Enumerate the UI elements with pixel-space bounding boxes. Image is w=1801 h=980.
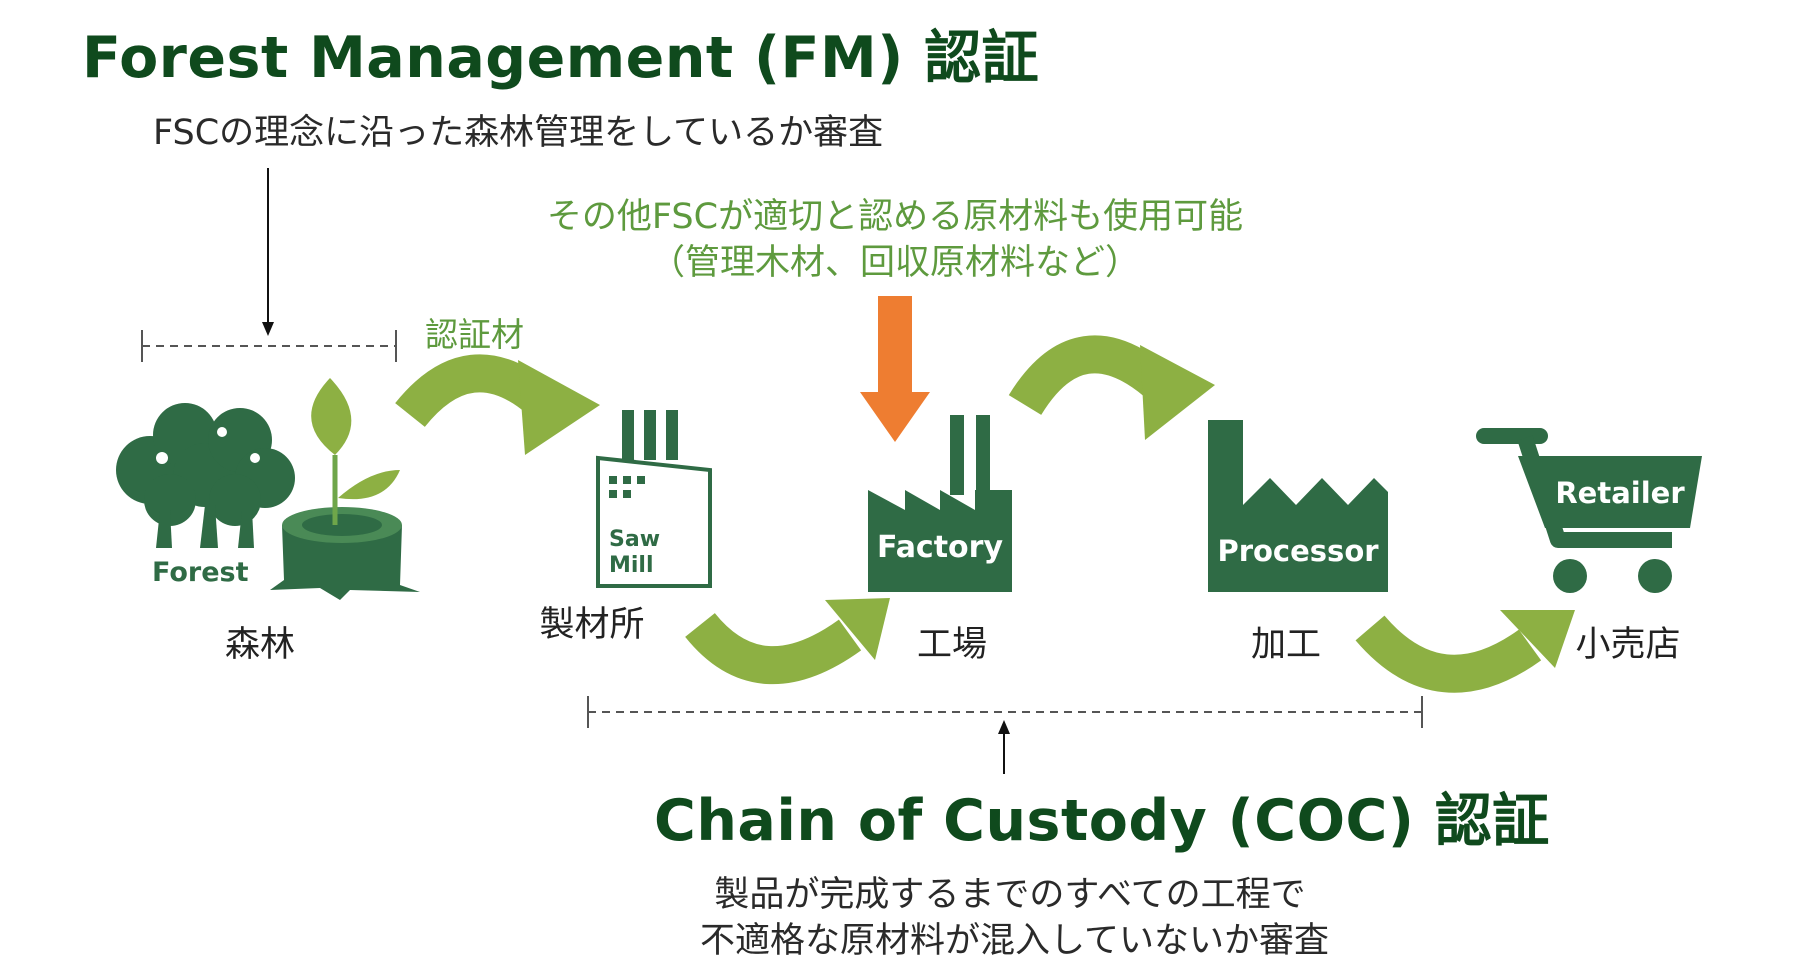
flow-arrow-factory-to-processor — [1008, 335, 1215, 440]
node-label-factory: 工場 — [916, 625, 987, 665]
retailer-cart-icon — [1476, 428, 1702, 593]
certified-material-label: 認証材 — [425, 315, 524, 354]
flow-arrow-processor-to-retailer — [1355, 610, 1575, 693]
processor-icon-text: Processor — [1217, 534, 1379, 568]
fm-scope-bracket — [141, 330, 397, 362]
node-label-processor: 加工 — [1250, 625, 1321, 665]
other-materials-note-line1: その他FSCが適切と認める原材料も使用可能 — [546, 197, 1244, 237]
node-label-forest: 森林 — [224, 625, 295, 665]
forest-icon-text: Forest — [152, 557, 249, 588]
retailer-icon-text: Retailer — [1555, 476, 1685, 510]
sawmill-icon — [596, 410, 712, 588]
sawmill-icon-text-mill: Mill — [609, 553, 654, 578]
sawmill-icon-text-saw: Saw — [609, 527, 661, 552]
fm-title: Forest Management (FM) 認証 — [82, 25, 1040, 91]
node-label-sawmill: 製材所 — [539, 605, 645, 645]
flow-arrow-sawmill-to-factory — [685, 598, 890, 684]
coc-scope-bracket — [587, 696, 1423, 728]
flow-arrow-forest-to-sawmill — [395, 354, 600, 455]
other-materials-arrow — [860, 296, 930, 442]
node-label-retailer: 小売店 — [1575, 625, 1681, 665]
coc-description-line2: 不適格な原材料が混入していないか審査 — [700, 921, 1329, 961]
processor-icon — [1208, 420, 1388, 592]
coc-description-line1: 製品が完成するまでのすべての工程で — [714, 875, 1306, 915]
coc-title: Chain of Custody (COC) 認証 — [654, 788, 1550, 854]
factory-icon-text: Factory — [876, 530, 1004, 565]
other-materials-note-line2: （管理木材、回収原材料など） — [649, 243, 1140, 283]
factory-icon — [868, 415, 1012, 592]
forest-icon — [116, 378, 420, 600]
fm-description: FSCの理念に沿った森林管理をしているか審査 — [153, 113, 884, 153]
fm-pointer-arrow — [262, 168, 274, 336]
coc-pointer-arrow — [998, 720, 1010, 774]
